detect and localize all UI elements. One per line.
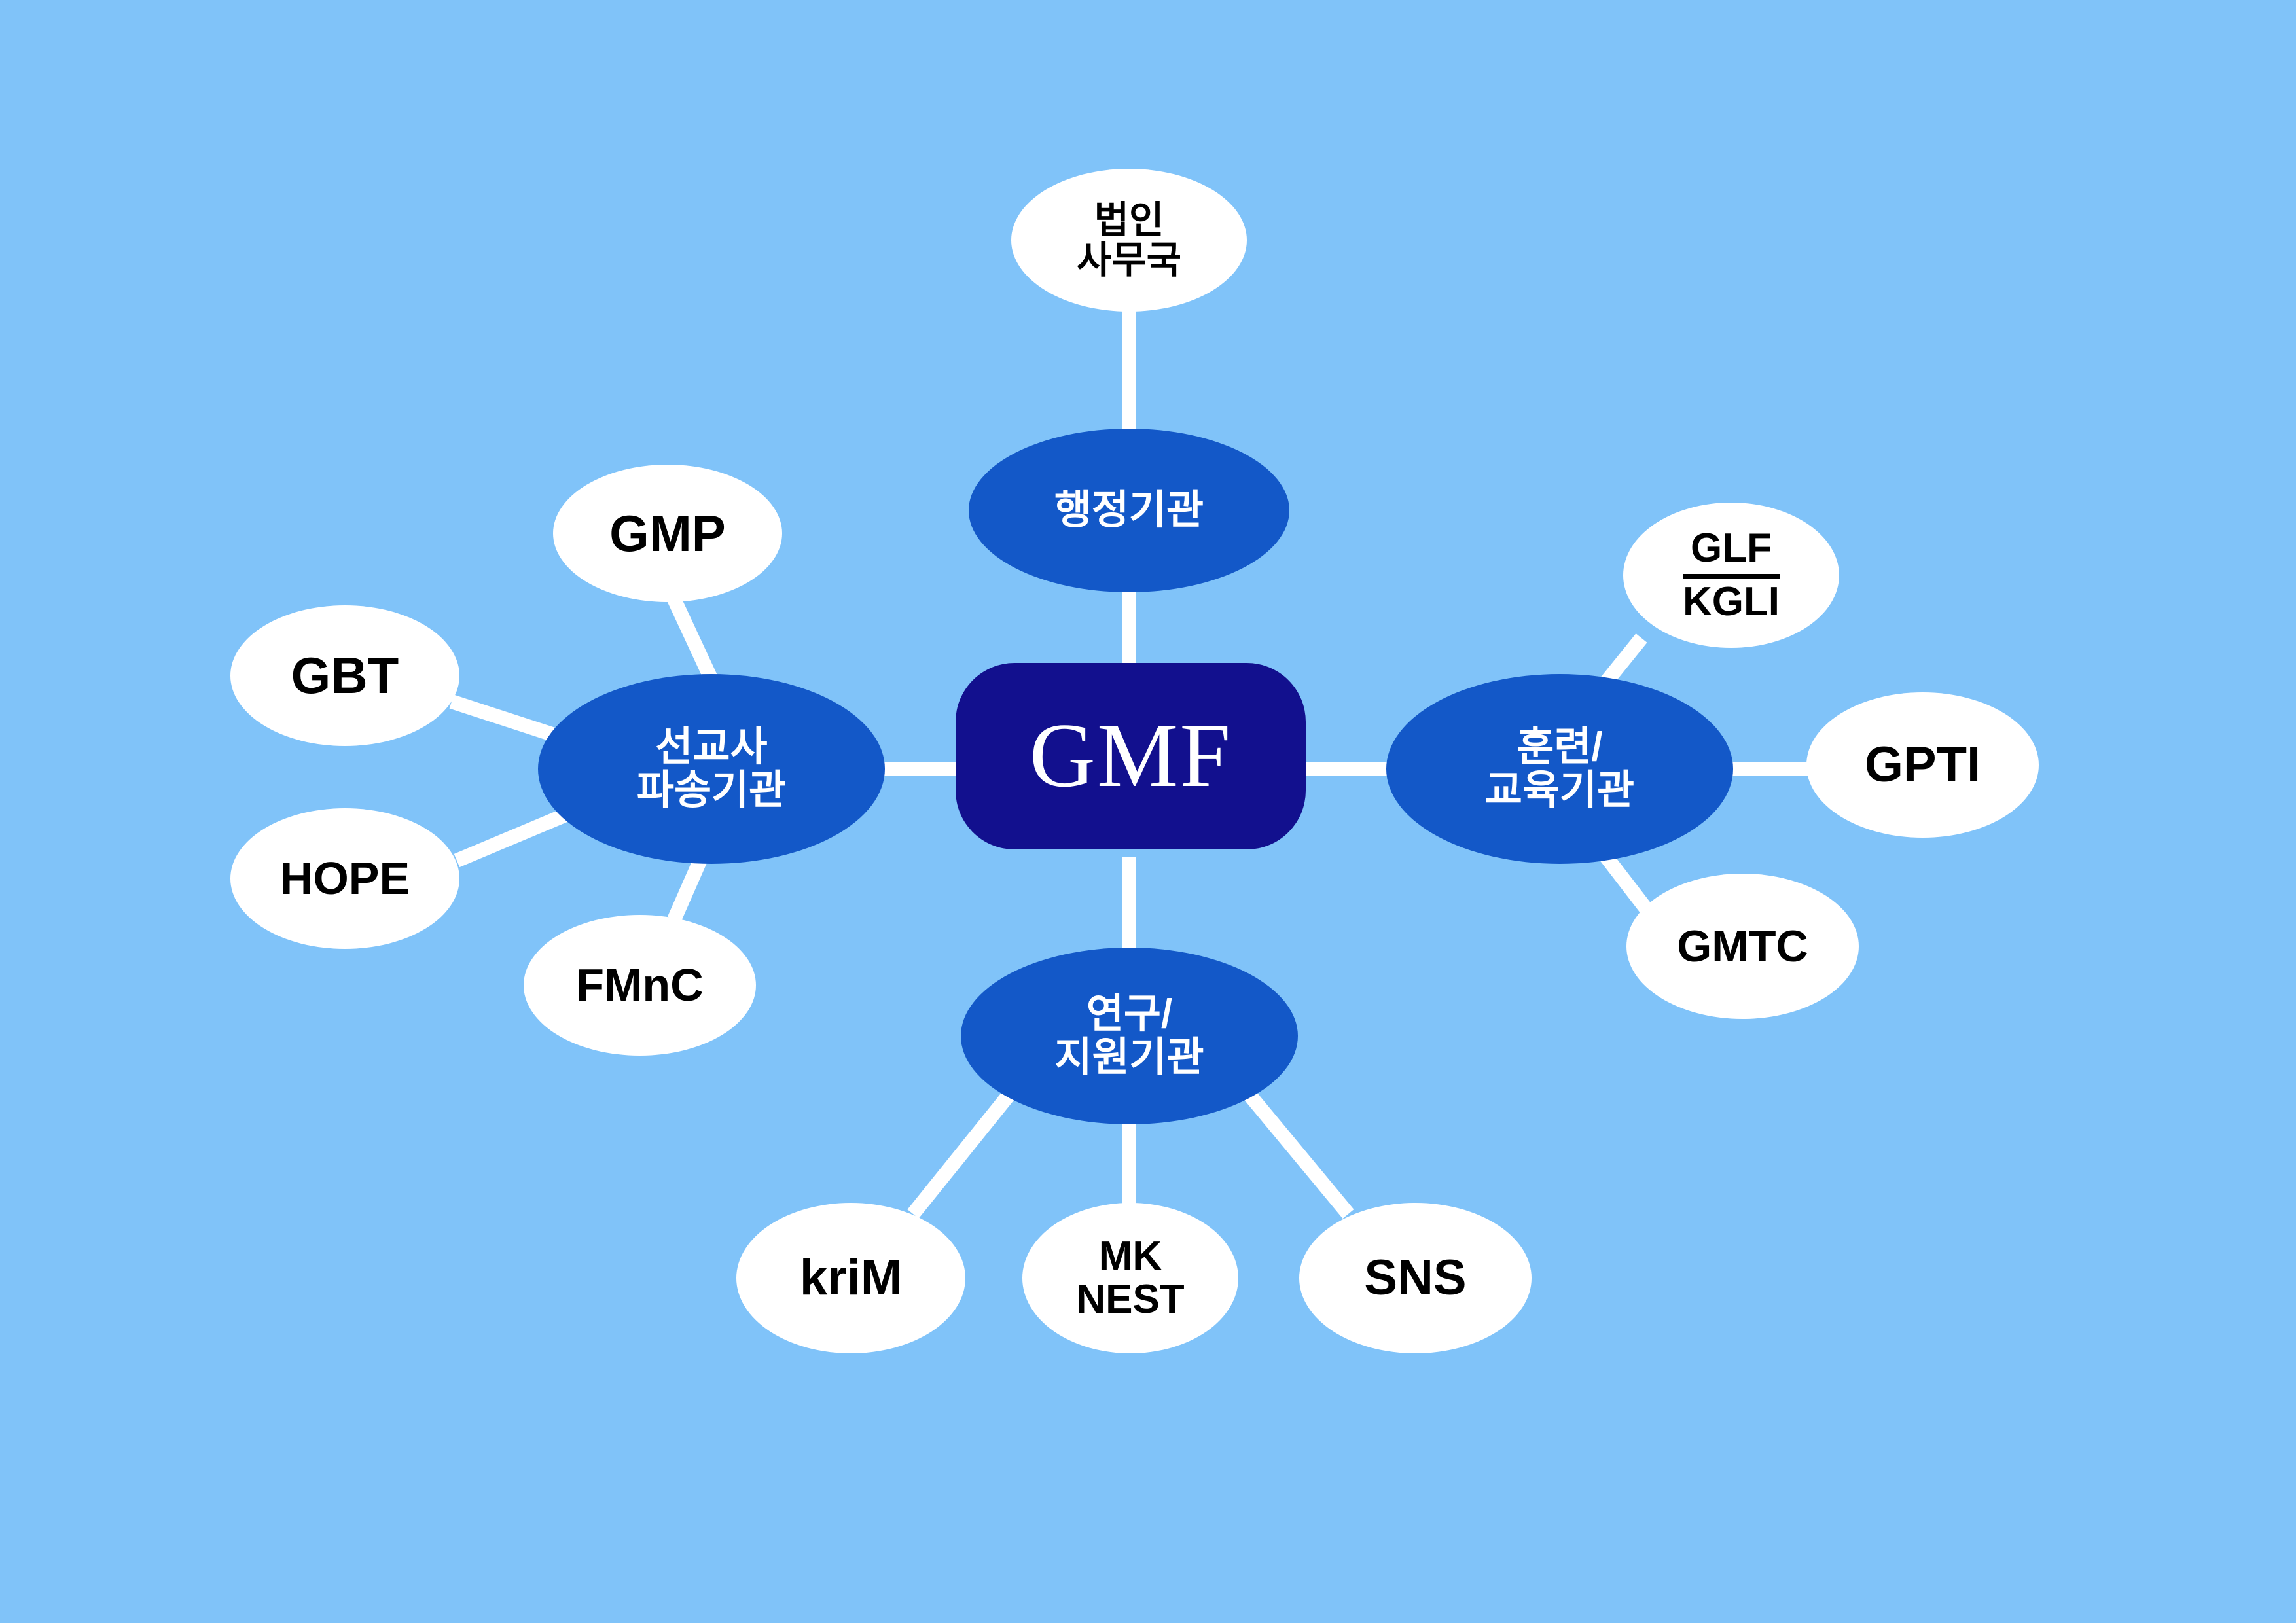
leaf-node-gpti-label: GPTI — [1864, 736, 1981, 793]
hub-node-admin-label: 행정기관 — [1054, 488, 1204, 533]
leaf-node-krim[interactable]: kriM — [736, 1203, 965, 1353]
leaf-node-corporate-office-label: 법인 사무국 — [1076, 198, 1182, 281]
leaf-node-hope[interactable]: HOPE — [230, 808, 459, 949]
leaf-node-sns-label: SNS — [1364, 1249, 1467, 1306]
leaf-node-corporate-office[interactable]: 법인 사무국 — [1011, 169, 1247, 312]
hub-node-research[interactable]: 연구/ 지원기관 — [961, 948, 1298, 1124]
leaf-node-sns[interactable]: SNS — [1299, 1203, 1532, 1353]
leaf-node-gmtc-label: GMTC — [1677, 921, 1808, 971]
edge-krim-research — [907, 1075, 1027, 1219]
hub-node-sending[interactable]: 선교사 파송기관 — [538, 674, 885, 864]
leaf-node-gpti[interactable]: GPTI — [1806, 692, 2039, 838]
leaf-node-mk-nest-label: MK NEST — [1076, 1234, 1185, 1322]
center-node-gmf[interactable]: GMF — [956, 663, 1306, 849]
hub-node-sending-label: 선교사 파송기관 — [636, 724, 787, 813]
leaf-node-mk-nest[interactable]: MK NEST — [1022, 1203, 1238, 1353]
leaf-node-gmp-label: GMP — [609, 504, 726, 562]
hub-node-research-label: 연구/ 지원기관 — [1054, 991, 1204, 1080]
center-node-label: GMF — [1029, 705, 1232, 807]
leaf-node-glf-kgli-stack: GLF KGLI — [1682, 526, 1780, 624]
leaf-node-fmnc[interactable]: FMnC — [524, 915, 756, 1056]
glf-kgli-divider — [1682, 573, 1780, 579]
leaf-node-hope-label: HOPE — [279, 853, 410, 904]
leaf-node-krim-label: kriM — [799, 1249, 903, 1306]
leaf-node-fmnc-label: FMnC — [576, 959, 704, 1011]
leaf-node-gbt[interactable]: GBT — [230, 605, 459, 746]
leaf-node-gmp[interactable]: GMP — [553, 465, 782, 602]
hub-node-training-label: 훈련/ 교육기관 — [1484, 724, 1635, 813]
leaf-node-gmtc[interactable]: GMTC — [1626, 874, 1859, 1019]
hub-node-training[interactable]: 훈련/ 교육기관 — [1386, 674, 1733, 864]
leaf-node-kgli-label: KGLI — [1682, 579, 1780, 624]
leaf-node-glf-kgli[interactable]: GLF KGLI — [1623, 503, 1839, 648]
leaf-node-gbt-label: GBT — [291, 647, 399, 705]
leaf-node-glf-label: GLF — [1691, 526, 1772, 571]
edge-sns-research — [1231, 1075, 1354, 1219]
hub-node-admin[interactable]: 행정기관 — [969, 429, 1289, 592]
